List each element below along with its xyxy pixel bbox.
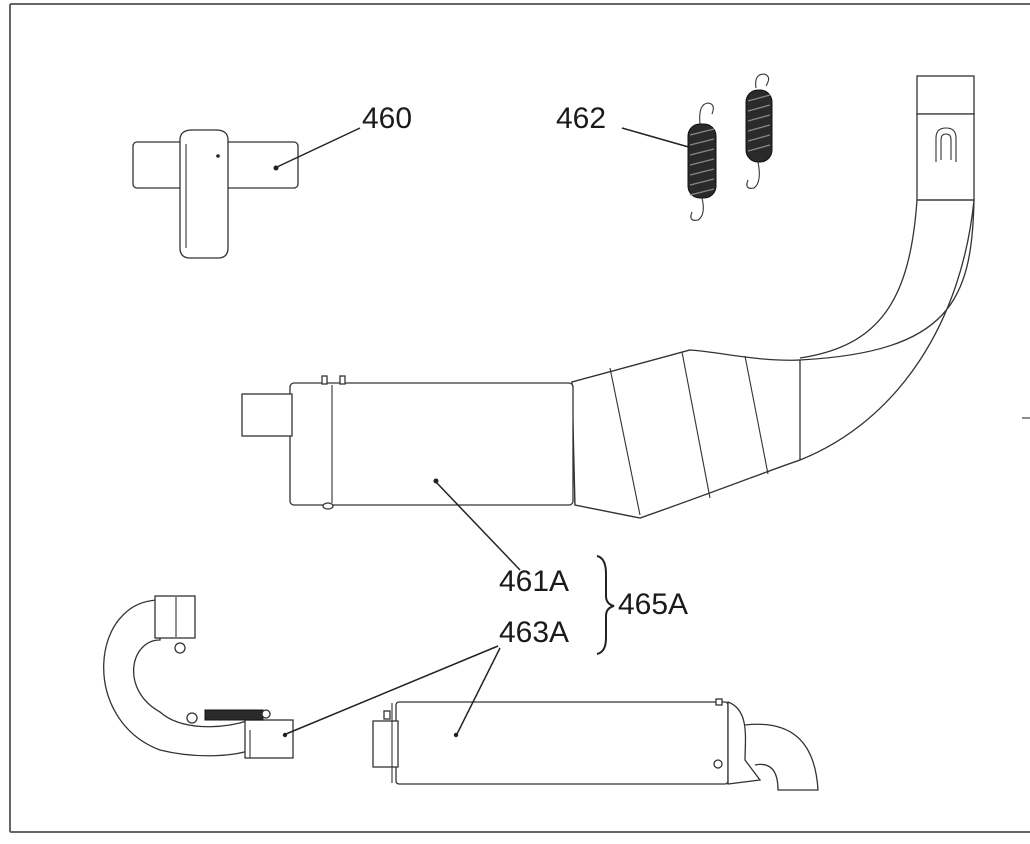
label-460: 460 [362, 102, 412, 135]
label-462: 462 [556, 102, 606, 135]
part-460-end-cap [132, 127, 361, 259]
spring-right [745, 73, 773, 189]
label-465A: 465A [618, 588, 688, 621]
label-463A: 463A [499, 616, 569, 649]
part-461A-muffler-assembly [241, 75, 975, 571]
part-463A-exhaust-assembly [103, 595, 819, 791]
spring-left [687, 102, 717, 221]
part-462-springs [621, 73, 773, 221]
frame-border [9, 3, 1030, 833]
bracket-465A [596, 555, 615, 655]
label-461A: 461A [499, 565, 569, 598]
